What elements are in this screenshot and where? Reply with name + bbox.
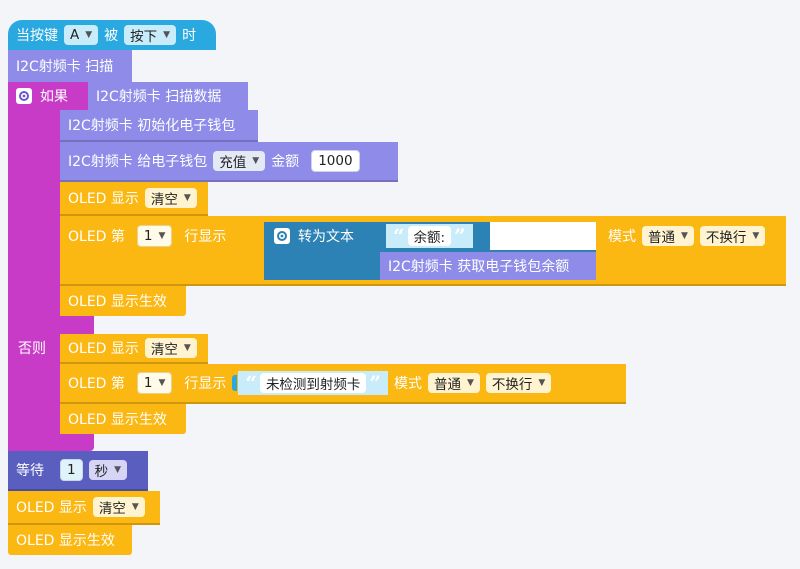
if-else-frame[interactable] [8,82,60,451]
open-quote-icon: “ [245,371,257,395]
chevron-down-icon: ▼ [252,156,260,166]
to-text-label: 转为文本 [298,229,354,245]
close-quote-icon: ” [369,371,381,395]
oled-display-label: OLED 显示 [68,191,139,207]
wait-slot: 1 [54,459,83,481]
chevron-down-icon: ▼ [158,231,166,241]
wallet-balance-block[interactable]: I2C射频卡 获取电子钱包余额 [380,252,596,280]
text-literal-1[interactable]: “ 余额: ” [386,224,473,248]
key-press-event-block[interactable]: 当按键 A▼ 被 按下▼ 时 [8,20,216,50]
mode-dropdown-2[interactable]: 普通▼ [427,373,480,393]
chevron-down-icon: ▼ [131,502,139,512]
oled-line-1-left: OLED 第 1▼ 行显示 [60,222,232,250]
amount-slot: 1000 [305,150,360,172]
oled-line-mid: 行显示 [184,229,227,245]
gear-icon[interactable] [274,228,290,244]
wallet-give-block[interactable]: I2C射频卡 给电子钱包 充值▼ 金额 1000 [60,142,398,182]
wait-unit-dropdown[interactable]: 秒▼ [88,460,128,480]
oled-clear-dropdown-3[interactable]: 清空▼ [92,497,145,517]
input-tab [130,375,136,391]
chevron-down-icon: ▼ [681,231,688,241]
balance-text-input[interactable]: 余额: [407,226,452,246]
action-dropdown[interactable]: 按下▼ [124,25,177,45]
amount-input[interactable]: 1000 [311,150,360,172]
gear-icon[interactable] [16,88,32,104]
chevron-down-icon: ▼ [163,30,171,40]
i2c-scan-block[interactable]: I2C射频卡 扫描 [8,50,132,82]
chevron-down-icon: ▼ [466,378,474,388]
wallet-give-label: I2C射频卡 给电子钱包 [68,154,208,170]
no-card-text-input[interactable]: 未检测到射频卡 [259,373,367,393]
line-slot: 1▼ [130,225,173,247]
oled-clear-block-3[interactable]: OLED 显示 清空▼ [8,491,160,525]
oled-show-label: OLED 显示生效 [68,294,167,310]
i2c-scan-data-label: I2C射频卡 扫描数据 [96,89,222,105]
wrap-dropdown-1[interactable]: 不换行▼ [699,226,766,246]
input-tab [130,228,136,244]
input-tab [232,375,238,391]
event-prefix: 当按键 [16,28,58,44]
oled-show-block-3[interactable]: OLED 显示生效 [8,525,132,555]
chevron-down-icon: ▼ [538,378,546,388]
oled-show-label: OLED 显示生效 [68,412,167,428]
wait-value-input[interactable]: 1 [60,459,83,481]
balance-text-slot: “ 余额: ” [380,224,473,248]
key-dropdown[interactable]: A▼ [64,25,99,45]
wrap-dropdown-2[interactable]: 不换行▼ [485,373,552,393]
no-card-text-slot: “ 未检测到射频卡 ” [232,371,388,395]
wallet-init-label: I2C射频卡 初始化电子钱包 [68,118,236,134]
oled-clear-dropdown-2[interactable]: 清空▼ [144,338,197,358]
chevron-down-icon: ▼ [85,30,93,40]
oled-display-label: OLED 显示 [16,500,87,516]
open-quote-icon: “ [393,224,405,248]
oled-show-block-1[interactable]: OLED 显示生效 [60,286,186,316]
event-middle: 被 [104,28,119,44]
amount-label: 金额 [271,154,300,170]
else-label: 否则 [18,341,46,357]
oled-show-block-2[interactable]: OLED 显示生效 [60,404,186,434]
else-label-row: 否则 [8,334,46,362]
if-label: 如果 [40,89,68,105]
if-else-frame-mid [8,314,94,334]
oled-line-prefix: OLED 第 [68,376,125,392]
mode-label: 模式 [608,229,636,245]
oled-line-block-2[interactable]: OLED 第 1▼ 行显示 “ 未检测到射频卡 ” 模式 普通▼ 不换行▼ [60,364,626,404]
wait-block[interactable]: 等待 1 秒▼ [8,451,148,491]
to-text-header: 转为文本 [264,224,354,248]
mode-label: 模式 [393,376,422,392]
wait-label: 等待 [16,463,44,479]
chevron-down-icon: ▼ [183,343,191,353]
oled-clear-block-1[interactable]: OLED 显示 清空▼ [60,182,208,216]
input-tab [380,228,385,244]
wallet-balance-label: I2C射频卡 获取电子钱包余额 [388,259,570,275]
if-else-frame-bottom [8,430,94,451]
chevron-down-icon: ▼ [158,378,166,388]
oled-line-1-right: 模式 普通▼ 不换行▼ [600,222,771,250]
close-quote-icon: ” [454,224,466,248]
i2c-scan-data-block[interactable]: I2C射频卡 扫描数据 [88,82,248,110]
i2c-scan-label: I2C射频卡 扫描 [16,59,114,75]
oled-display-label: OLED 显示 [68,341,139,357]
event-suffix: 时 [182,28,197,44]
oled-line-mid: 行显示 [184,376,227,392]
text-literal-2[interactable]: “ 未检测到射频卡 ” [238,371,388,395]
oled-clear-block-2[interactable]: OLED 显示 清空▼ [60,334,208,364]
chevron-down-icon: ▼ [752,231,760,241]
line-slot: 1▼ [130,372,173,394]
oled-clear-dropdown-1[interactable]: 清空▼ [144,188,197,208]
wallet-init-block[interactable]: I2C射频卡 初始化电子钱包 [60,110,258,142]
chevron-down-icon: ▼ [183,193,191,203]
line-number-input-2[interactable]: 1▼ [136,372,173,394]
oled-line-prefix: OLED 第 [68,229,125,245]
oled-show-label: OLED 显示生效 [16,533,115,549]
input-tab [305,153,311,169]
mode-dropdown-1[interactable]: 普通▼ [642,226,694,246]
line-number-input-1[interactable]: 1▼ [136,225,173,247]
input-tab [54,462,59,478]
wallet-mode-dropdown[interactable]: 充值▼ [213,151,266,171]
text-literal-1-fill [490,222,596,250]
chevron-down-icon: ▼ [114,465,122,475]
